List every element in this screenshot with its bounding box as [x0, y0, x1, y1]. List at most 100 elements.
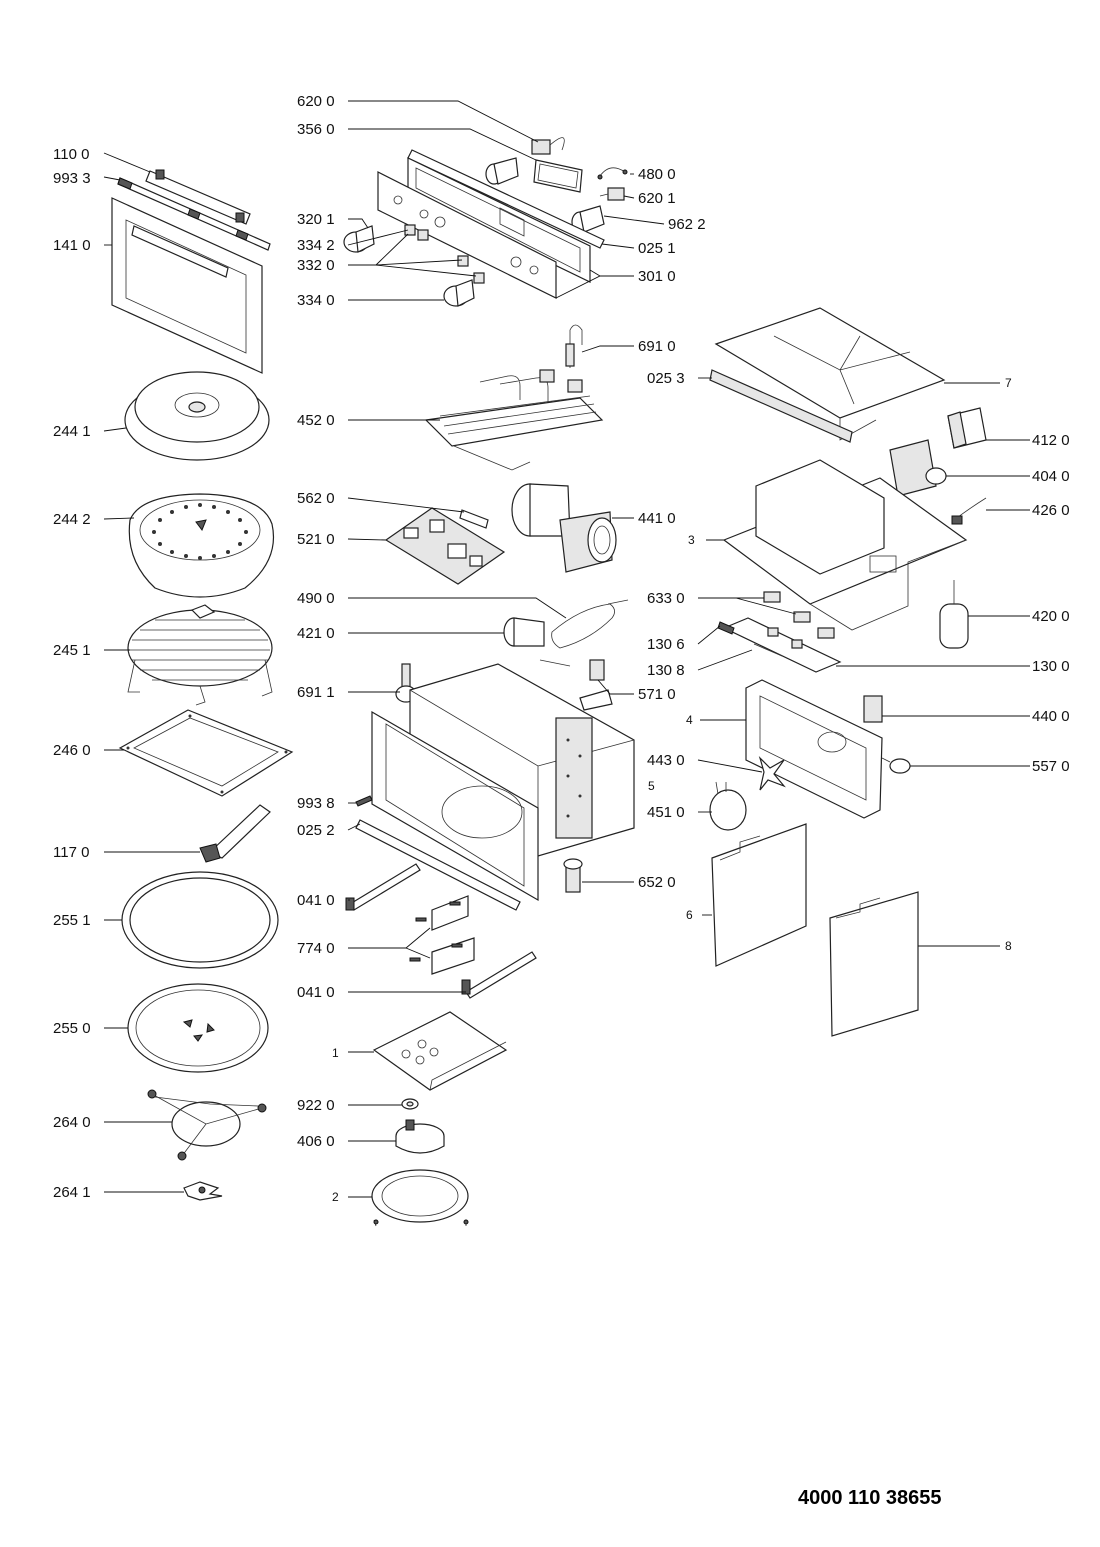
- control-board-drawing: [384, 507, 506, 585]
- label-5: 5: [648, 779, 655, 793]
- label-110-0: 110 0: [53, 146, 89, 163]
- label-441-0: 441 0: [638, 510, 676, 527]
- label-320-1: 320 1: [297, 211, 335, 228]
- label-7: 7: [1005, 376, 1012, 390]
- part-labels: 110 0 993 3 141 0 244 1 244 2 245 1 246 …: [53, 93, 1070, 1204]
- label-620-1: 620 1: [638, 190, 676, 207]
- label-025-3: 025 3: [647, 370, 685, 387]
- control-panel-drawing: [377, 157, 591, 299]
- label-691-1: 691 1: [297, 684, 335, 701]
- interlock-bracket-drawing: [722, 617, 842, 673]
- lamp-962-2-drawing: [571, 205, 605, 233]
- fan-blade-drawing: [758, 755, 786, 791]
- label-4: 4: [686, 713, 693, 727]
- label-490-0: 490 0: [297, 590, 335, 607]
- turntable-motor-drawing: [395, 1119, 445, 1154]
- top-cover-7-drawing: [714, 307, 946, 441]
- leader-lines: [103, 100, 1030, 1198]
- label-443-0: 443 0: [647, 752, 685, 769]
- side-panel-6-drawing: [711, 823, 807, 967]
- label-117-0: 117 0: [53, 844, 89, 861]
- label-255-0: 255 0: [53, 1020, 91, 1037]
- label-412-0: 412 0: [1032, 432, 1070, 449]
- trim-025-3-drawing: [709, 369, 853, 443]
- label-2: 2: [332, 1190, 339, 1204]
- part-652-0-drawing: [563, 858, 583, 893]
- label-451-0: 451 0: [647, 804, 685, 821]
- crisp-plate-drawing: [128, 493, 275, 598]
- hinge-upper-drawing: [345, 863, 421, 911]
- label-041-0-upper: 041 0: [297, 892, 335, 909]
- label-264-1: 264 1: [53, 1184, 91, 1201]
- label-025-1: 025 1: [638, 240, 676, 257]
- label-480-0: 480 0: [638, 166, 676, 183]
- label-562-0: 562 0: [297, 490, 335, 507]
- sensor-691-0-drawing: [565, 324, 583, 368]
- lamp-holder-drawing: [485, 157, 519, 185]
- label-264-0: 264 0: [53, 1114, 91, 1131]
- document-number: 4000 110 38655: [798, 1487, 942, 1509]
- label-557-0: 557 0: [1032, 758, 1070, 775]
- base-plate-1-drawing: [372, 1011, 508, 1091]
- label-993-8: 993 8: [297, 795, 335, 812]
- cable-490-0-drawing: [551, 599, 629, 649]
- label-421-0: 421 0: [297, 625, 335, 642]
- part-130-8-drawing: [753, 643, 783, 657]
- turntable-ring-drawing: [121, 871, 279, 969]
- label-8: 8: [1005, 939, 1012, 953]
- terminal-571-0-drawing: [579, 659, 613, 711]
- label-922-0: 922 0: [297, 1097, 335, 1114]
- side-panel-8-drawing: [829, 891, 919, 1037]
- label-130-8: 130 8: [647, 662, 685, 679]
- ring-2-drawing: [371, 1169, 469, 1227]
- label-633-0: 633 0: [647, 590, 685, 607]
- door-handle-drawing: [145, 169, 251, 225]
- label-1: 1: [332, 1046, 339, 1060]
- hinge-lower-drawing: [461, 951, 537, 999]
- label-452-0: 452 0: [297, 412, 335, 429]
- screw-993-8-drawing: [355, 795, 373, 807]
- thermostat-drawing: [881, 757, 911, 774]
- label-130-6: 130 6: [647, 636, 685, 653]
- label-6: 6: [686, 908, 693, 922]
- roller-ring-drawing: [147, 1089, 267, 1161]
- label-420-0: 420 0: [1032, 608, 1070, 625]
- label-440-0: 440 0: [1032, 708, 1070, 725]
- cooling-fan-motor-drawing: [511, 483, 617, 573]
- oven-cavity-drawing: [371, 663, 635, 902]
- switch-620-1-drawing: [599, 187, 625, 201]
- trim-025-1-drawing: [407, 149, 605, 249]
- label-334-0: 334 0: [297, 292, 335, 309]
- magnetron-drawing: [889, 439, 947, 497]
- wire-rack-drawing: [127, 604, 273, 706]
- housing-4-drawing: [745, 679, 883, 819]
- heating-ring-drawing: [709, 781, 747, 831]
- frame-356-0-drawing: [533, 159, 583, 193]
- grill-element-drawing: [424, 369, 604, 471]
- label-521-0: 521 0: [297, 531, 335, 548]
- label-334-2: 334 2: [297, 237, 335, 254]
- switch-620-0-drawing: [531, 137, 565, 155]
- label-406-0: 406 0: [297, 1133, 335, 1150]
- fuse-drawing: [459, 509, 489, 529]
- part-426-0-drawing: [951, 497, 987, 525]
- part-440-0-drawing: [863, 695, 883, 723]
- part-130-6-drawing: [717, 621, 735, 635]
- label-571-0: 571 0: [638, 686, 676, 703]
- coupler-drawing: [183, 1181, 223, 1201]
- oven-door-drawing: [111, 197, 263, 374]
- bracket-774-0-drawing: [409, 895, 475, 975]
- label-691-0: 691 0: [638, 338, 676, 355]
- label-962-2: 962 2: [668, 216, 706, 233]
- chassis-3-drawing: [722, 459, 968, 631]
- label-652-0: 652 0: [638, 874, 676, 891]
- label-404-0: 404 0: [1032, 468, 1070, 485]
- label-244-2: 244 2: [53, 511, 91, 528]
- label-620-0: 620 0: [297, 93, 335, 110]
- washer-922-0-drawing: [401, 1098, 419, 1110]
- label-255-1: 255 1: [53, 912, 91, 929]
- label-130-0: 130 0: [1032, 658, 1070, 675]
- label-245-1: 245 1: [53, 642, 91, 659]
